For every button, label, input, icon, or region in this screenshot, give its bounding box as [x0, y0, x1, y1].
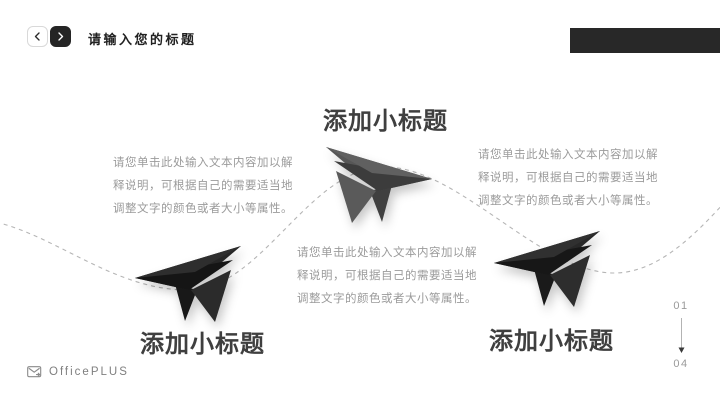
- chevron-right-icon: [56, 28, 65, 46]
- body-line: 请您单击此处输入文本内容加以解: [478, 149, 658, 161]
- paper-plane-icon-left: [135, 246, 241, 322]
- body-text-middle[interactable]: 请您单击此处输入文本内容加以解 释说明，可根据自己的需要适当地 调整文字的颜色或…: [297, 242, 477, 311]
- body-line: 释说明，可根据自己的需要适当地: [478, 172, 658, 184]
- next-slide-button[interactable]: [50, 26, 71, 47]
- body-line: 释说明，可根据自己的需要适当地: [113, 180, 293, 192]
- chevron-left-icon: [33, 28, 42, 46]
- brand-name: OfficePLUS: [49, 366, 129, 378]
- accent-bar: [570, 28, 720, 53]
- body-line: 调整文字的颜色或者大小等属性。: [297, 293, 477, 305]
- body-line: 请您单击此处输入文本内容加以解: [297, 247, 477, 259]
- body-line: 调整文字的颜色或者大小等属性。: [478, 195, 658, 207]
- body-line: 请您单击此处输入文本内容加以解: [113, 157, 293, 169]
- brand-logo: OfficePLUS: [27, 366, 129, 378]
- page-title: 请输入您的标题: [88, 32, 197, 47]
- body-line: 调整文字的颜色或者大小等属性。: [113, 203, 293, 215]
- subtitle-bottom-left[interactable]: 添加小标题: [140, 331, 265, 358]
- subtitle-top[interactable]: 添加小标题: [323, 108, 448, 135]
- page-current: 01: [673, 300, 689, 312]
- subtitle-bottom-right[interactable]: 添加小标题: [489, 328, 614, 355]
- page-indicator: 01 04: [666, 300, 696, 370]
- paper-plane-icon-center: [326, 147, 432, 223]
- prev-slide-button[interactable]: [27, 26, 48, 47]
- paper-plane-icon-right: [494, 231, 600, 307]
- envelope-icon: [27, 366, 42, 378]
- body-text-right[interactable]: 请您单击此处输入文本内容加以解 释说明，可根据自己的需要适当地 调整文字的颜色或…: [478, 144, 658, 213]
- body-line: 释说明，可根据自己的需要适当地: [297, 270, 477, 282]
- arrow-down-icon: [677, 318, 686, 354]
- body-text-left[interactable]: 请您单击此处输入文本内容加以解 释说明，可根据自己的需要适当地 调整文字的颜色或…: [113, 152, 293, 221]
- page-total: 04: [673, 358, 689, 370]
